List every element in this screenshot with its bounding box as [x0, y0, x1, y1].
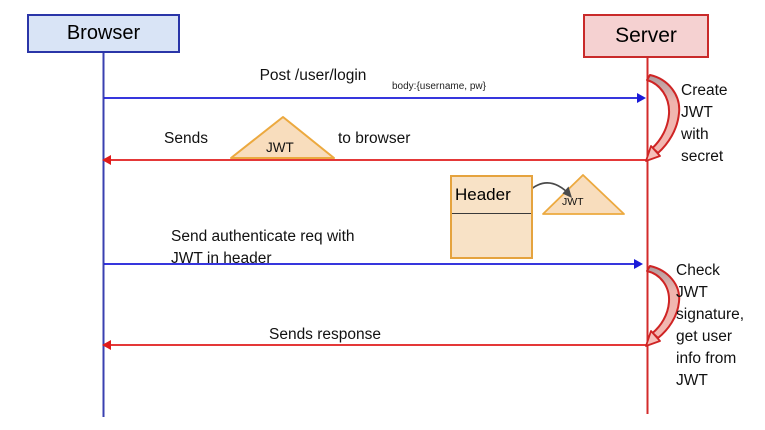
message-authenticate-req-label: Send authenticate req with JWT in header	[171, 228, 355, 267]
jwt-header-triangle	[542, 174, 625, 215]
jwt-header-triangle-label: JWT	[562, 196, 584, 208]
message-sends-jwt-post-label: to browser	[338, 130, 411, 147]
server-actor-box: Server	[583, 14, 709, 58]
self-loop-create-jwt	[646, 74, 681, 154]
server-actor-label: Server	[615, 24, 677, 47]
message-sends-jwt-pre-label: Sends	[164, 130, 208, 147]
self-loop-check-jwt-arrowhead	[645, 330, 661, 347]
self-loop-create-jwt-arrowhead	[645, 145, 661, 162]
header-box-title: Header	[452, 177, 531, 214]
browser-actor-box: Browser	[27, 14, 180, 53]
arrowhead-sends-response	[102, 340, 111, 350]
arrowhead-authenticate-req	[634, 259, 643, 269]
message-sends-response-label: Sends response	[268, 326, 382, 343]
self-loop-check-jwt	[646, 265, 681, 339]
header-box: Header	[450, 175, 533, 259]
jwt-token-triangle	[230, 116, 335, 159]
arrowhead-post-login	[637, 93, 646, 103]
message-post-login-sublabel: body:{username, pw}	[392, 81, 486, 92]
browser-actor-label: Browser	[66, 22, 141, 44]
note-create-jwt: Create JWT with secret	[681, 82, 728, 165]
note-check-jwt: Check JWT signature, get user info from …	[676, 262, 745, 389]
header-to-jwt-connector-arrowhead	[562, 186, 572, 198]
arrowhead-sends-jwt	[102, 155, 111, 165]
jwt-token-triangle-label: JWT	[266, 140, 294, 155]
message-post-login-label: Post /user/login	[259, 67, 367, 84]
